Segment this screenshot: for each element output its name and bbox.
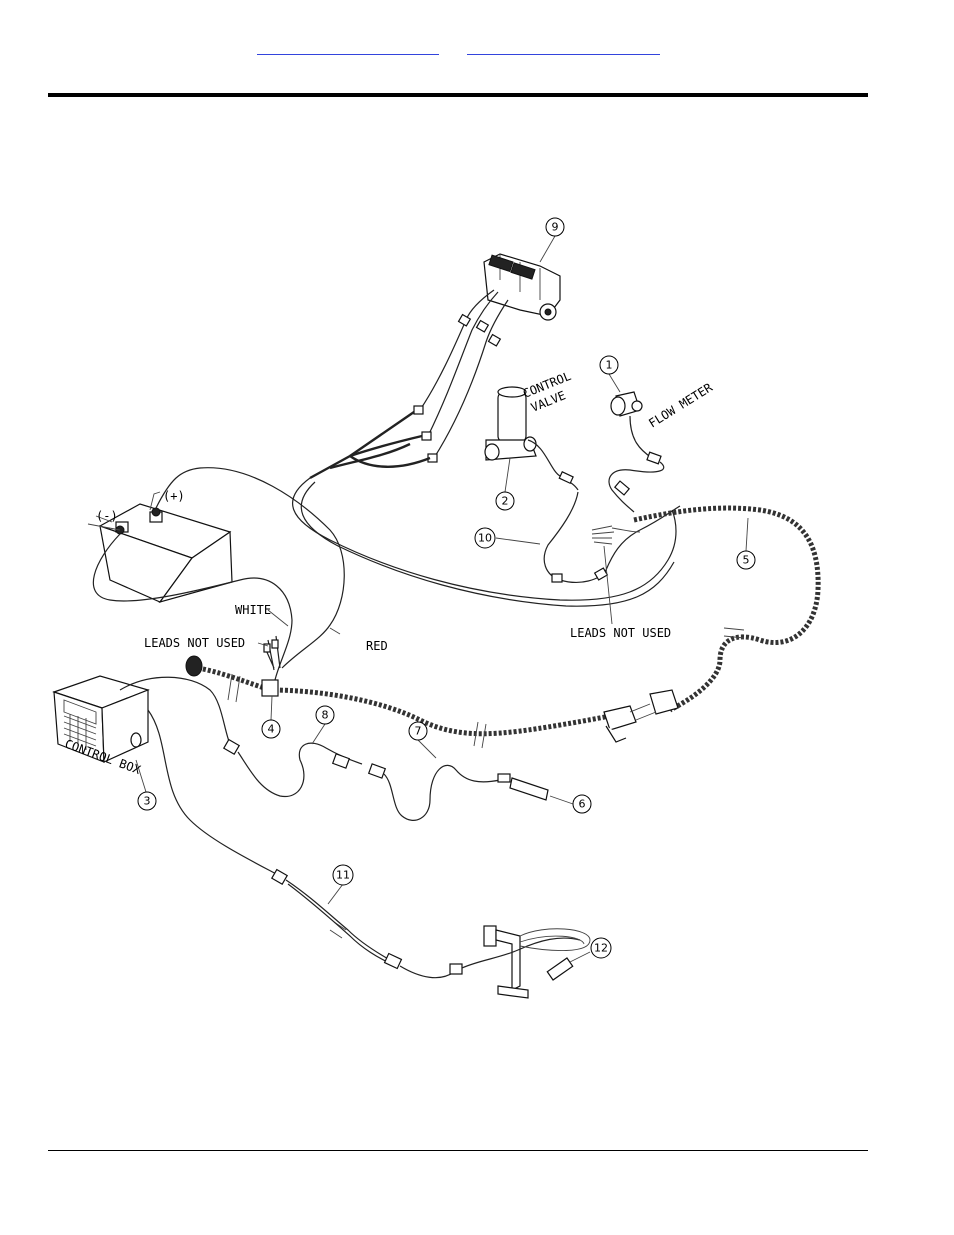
t-connector <box>604 690 678 742</box>
svg-text:2: 2 <box>502 495 509 508</box>
callout-12: 12 <box>591 938 611 958</box>
callout-5: 5 <box>737 551 755 569</box>
label-leads-not-used-left: LEADS NOT USED <box>144 636 245 650</box>
svg-text:7: 7 <box>415 725 422 738</box>
callout-7: 7 <box>409 722 427 740</box>
callout-1: 1 <box>600 356 618 374</box>
svg-text:1: 1 <box>606 359 613 372</box>
callout-3: 3 <box>138 792 156 810</box>
label-negative: (-) <box>96 509 118 523</box>
callout-11: 11 <box>333 865 353 885</box>
svg-text:11: 11 <box>336 869 350 882</box>
callout-8: 8 <box>316 706 334 724</box>
label-flow-meter: FLOW METER <box>646 380 715 431</box>
svg-text:3: 3 <box>144 795 151 808</box>
label-positive: (+) <box>163 489 185 503</box>
leads-not-used-right-cluster <box>592 526 640 544</box>
svg-text:5: 5 <box>743 554 750 567</box>
callout-6: 6 <box>573 795 591 813</box>
section-valve-assembly <box>484 254 560 320</box>
svg-text:4: 4 <box>268 723 275 736</box>
callout-2: 2 <box>496 492 514 510</box>
svg-text:6: 6 <box>579 798 586 811</box>
label-white: WHITE <box>235 603 271 617</box>
callout-10: 10 <box>475 528 495 548</box>
svg-text:8: 8 <box>322 709 329 722</box>
section-flow-meter <box>609 392 664 512</box>
svg-text:9: 9 <box>552 221 559 234</box>
svg-text:12: 12 <box>594 942 608 955</box>
callout-4: 4 <box>262 720 280 738</box>
svg-text:10: 10 <box>478 532 492 545</box>
label-leads-not-used-right: LEADS NOT USED <box>570 626 671 640</box>
callout-9: 9 <box>546 218 564 236</box>
label-red: RED <box>366 639 388 653</box>
